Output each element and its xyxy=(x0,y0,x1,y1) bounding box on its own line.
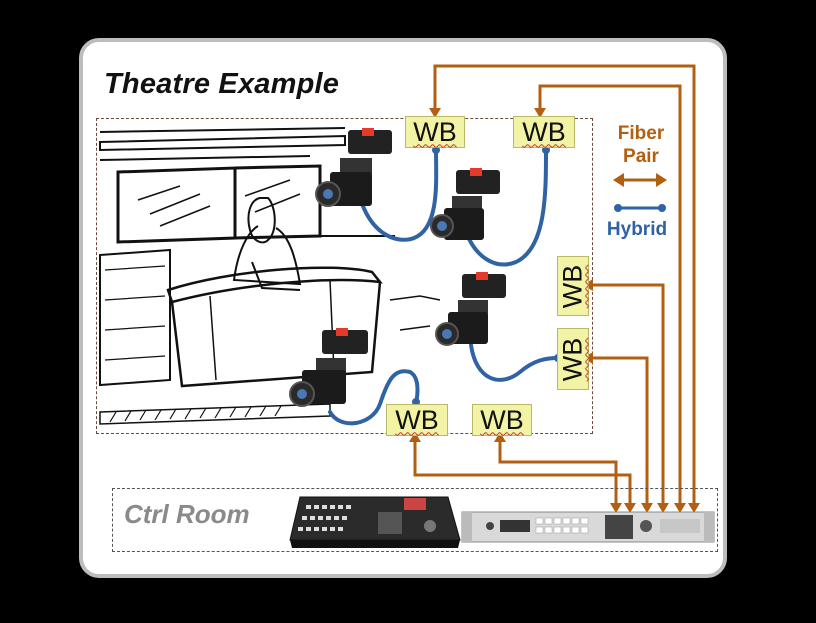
switcher-device xyxy=(289,496,461,548)
theatre-area xyxy=(96,118,593,434)
fiber-legend-arrow xyxy=(613,173,667,187)
wb-unit-right-lower: WB xyxy=(557,328,589,390)
camera-3 xyxy=(435,272,506,346)
fiber-legend-text: Fiber Pair xyxy=(617,123,665,167)
fiber-connections xyxy=(413,64,696,505)
wb-unit-bottom-left: WB xyxy=(386,404,448,436)
fiber-arrowheads xyxy=(409,108,700,513)
wb-label: WB xyxy=(522,116,566,147)
camera-4 xyxy=(289,328,368,407)
control-room-label: Ctrl Room xyxy=(124,499,250,529)
wb-label: WB xyxy=(413,116,457,147)
wb-label: WB xyxy=(395,404,439,435)
studio-sketch xyxy=(99,127,441,425)
hybrid-legend-line xyxy=(614,204,666,212)
wb-unit-bottom-right: WB xyxy=(472,404,532,436)
wb-unit-top-left: WB xyxy=(405,116,465,148)
wb-label: WB xyxy=(557,264,588,308)
diagram-title: Theatre Example xyxy=(104,68,340,100)
wb-unit-top-right: WB xyxy=(513,116,575,148)
fiber-pair-legend-label: Fiber Pair xyxy=(604,122,678,168)
camera-1 xyxy=(315,128,392,207)
hybrid-legend-label: Hybrid xyxy=(606,219,668,240)
hybrid-cables xyxy=(328,148,560,426)
camera-2 xyxy=(430,168,500,240)
control-room-area xyxy=(112,488,718,552)
rack-unit-device xyxy=(461,511,715,543)
wb-unit-right-upper: WB xyxy=(557,256,589,316)
wb-label: WB xyxy=(480,404,524,435)
hybrid-cable-ends xyxy=(412,146,562,406)
wb-label: WB xyxy=(557,337,588,381)
